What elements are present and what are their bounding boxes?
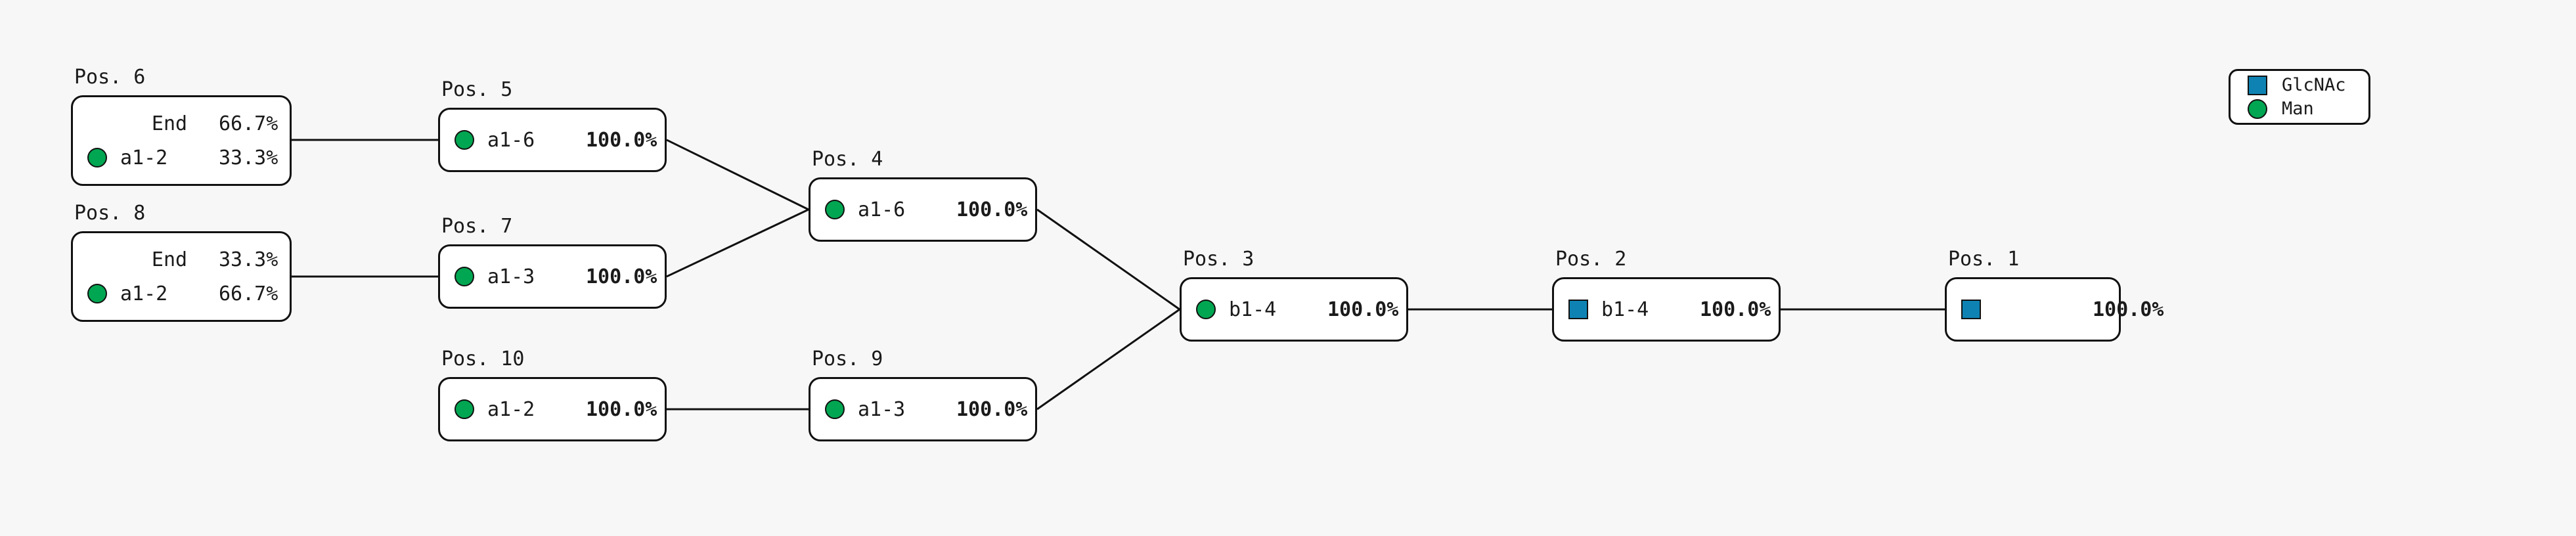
node-pos4-row: a1-6 100.0% <box>811 192 1035 227</box>
man-circle-icon <box>455 267 474 286</box>
node-pos1-position-label: Pos. 1 <box>1948 248 2020 271</box>
node-pos7-linkage-label: a1-3 <box>487 265 535 288</box>
node-pos7[interactable]: Pos. 7 a1-3 100.0% <box>438 215 667 309</box>
glyph-cell <box>87 250 120 269</box>
node-pos9-position-label: Pos. 9 <box>812 347 883 370</box>
edge-pos9-to-pos3 <box>1036 308 1180 411</box>
man-circle-icon <box>825 399 845 419</box>
node-pos8-linkage-label: End <box>151 248 188 271</box>
node-pos8-row: a1-2 66.7% <box>73 277 290 311</box>
glyph-cell <box>455 130 487 150</box>
glyph-cell <box>825 200 858 219</box>
glyph-cell <box>455 267 487 286</box>
node-pos5-percentage: 100.0% <box>586 128 657 152</box>
node-pos8-position-label: Pos. 8 <box>74 202 146 225</box>
node-pos9[interactable]: Pos. 9 a1-3 100.0% <box>809 347 1037 441</box>
node-pos5[interactable]: Pos. 5 a1-6 100.0% <box>438 78 667 172</box>
glcnac-square-icon <box>1961 300 1981 319</box>
node-pos4-percentage: 100.0% <box>956 198 1028 221</box>
node-pos7-position-label: Pos. 7 <box>441 215 513 238</box>
node-pos2-percentage: 100.0% <box>1700 298 1771 321</box>
node-pos10-linkage-label: a1-2 <box>487 397 535 421</box>
man-circle-icon <box>87 284 107 303</box>
node-pos9-percentage: 100.0% <box>956 397 1028 421</box>
glyph-cell <box>1196 300 1229 319</box>
node-pos2-linkage-label: b1-4 <box>1601 298 1649 321</box>
node-pos5-linkage-label: a1-6 <box>487 128 535 152</box>
man-circle-icon <box>1196 300 1216 319</box>
glyph-cell <box>87 114 120 133</box>
node-pos4-linkage-label: a1-6 <box>858 198 906 221</box>
node-pos7-percentage: 100.0% <box>586 265 657 288</box>
no-glyph-icon <box>87 114 107 133</box>
edge-pos5-to-pos4 <box>666 139 809 211</box>
node-pos9-linkage-label: a1-3 <box>858 397 906 421</box>
node-pos10-row: a1-2 100.0% <box>440 392 665 426</box>
no-glyph-icon <box>87 250 107 269</box>
node-pos3-linkage-label: b1-4 <box>1229 298 1277 321</box>
node-pos9-row: a1-3 100.0% <box>811 392 1035 426</box>
node-pos6-percentage: 33.3% <box>219 146 278 169</box>
glyph-cell <box>1961 300 1994 319</box>
node-pos2-position-label: Pos. 2 <box>1555 248 1627 271</box>
legend-label: Man <box>2282 99 2314 119</box>
node-pos6-percentage: 66.7% <box>219 112 278 135</box>
man-circle-icon <box>2248 99 2267 119</box>
node-pos6-row: a1-2 33.3% <box>73 141 290 175</box>
legend-item-man: Man <box>2248 97 2368 121</box>
glyph-cell <box>1568 300 1601 319</box>
node-pos3-percentage: 100.0% <box>1327 298 1399 321</box>
glcnac-square-icon <box>1568 300 1588 319</box>
edge-pos7-to-pos4 <box>666 208 809 278</box>
node-pos8-row: End 33.3% <box>73 242 290 277</box>
glcnac-square-icon <box>2248 75 2267 95</box>
glyph-cell <box>825 399 858 419</box>
legend-glyph-cell <box>2248 75 2282 95</box>
edge-pos4-to-pos3 <box>1036 208 1180 311</box>
node-pos7-row: a1-3 100.0% <box>440 259 665 294</box>
node-pos2-row: b1-4 100.0% <box>1554 292 1779 326</box>
glyph-cell <box>87 148 120 168</box>
node-pos3[interactable]: Pos. 3 b1-4 100.0% <box>1180 248 1408 342</box>
legend-glyph-cell <box>2248 99 2282 119</box>
node-pos3-row: b1-4 100.0% <box>1182 292 1406 326</box>
glyph-cell <box>87 284 120 303</box>
node-pos6-position-label: Pos. 6 <box>74 66 146 89</box>
man-circle-icon <box>455 399 474 419</box>
node-pos3-position-label: Pos. 3 <box>1183 248 1255 271</box>
node-pos5-position-label: Pos. 5 <box>441 78 513 101</box>
node-pos5-row: a1-6 100.0% <box>440 123 665 157</box>
node-pos6-row: End 66.7% <box>73 106 290 141</box>
node-pos10-position-label: Pos. 10 <box>441 347 525 370</box>
node-pos10[interactable]: Pos. 10 a1-2 100.0% <box>438 347 667 441</box>
node-pos10-percentage: 100.0% <box>586 397 657 421</box>
node-pos4[interactable]: Pos. 4 a1-6 100.0% <box>809 148 1037 242</box>
node-pos1-percentage: 100.0% <box>2093 298 2164 321</box>
node-pos4-position-label: Pos. 4 <box>812 148 883 171</box>
node-pos6-linkage-label: a1-2 <box>120 146 168 169</box>
man-circle-icon <box>87 148 107 168</box>
node-pos8-linkage-label: a1-2 <box>120 282 168 305</box>
node-pos6-linkage-label: End <box>151 112 188 135</box>
man-circle-icon <box>455 130 474 150</box>
node-pos2[interactable]: Pos. 2 b1-4 100.0% <box>1552 248 1781 342</box>
node-pos1[interactable]: Pos. 1 100.0% <box>1945 248 2164 342</box>
legend-item-glcnac: GlcNAc <box>2248 74 2368 97</box>
node-pos8-percentage: 66.7% <box>219 282 278 305</box>
glyph-cell <box>455 399 487 419</box>
man-circle-icon <box>825 200 845 219</box>
node-pos8-percentage: 33.3% <box>219 248 278 271</box>
legend-label: GlcNAc <box>2282 75 2346 95</box>
node-pos1-row: 100.0% <box>1947 292 2164 326</box>
